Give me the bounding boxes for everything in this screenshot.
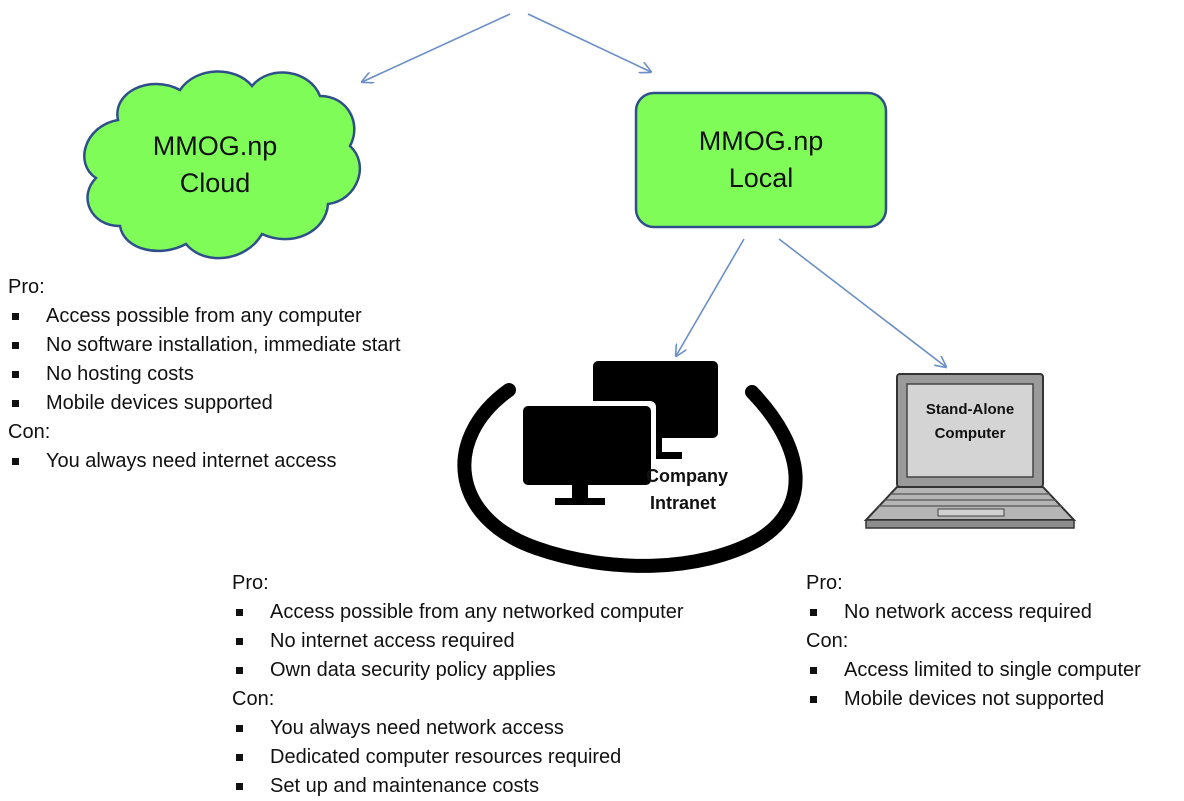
- bullet-icon: [236, 783, 243, 790]
- standalone-pros-cons: Pro: No network access required Con: Acc…: [806, 569, 1141, 714]
- list-item: Access possible from any networked compu…: [232, 598, 684, 627]
- local-node-label: MMOG.np Local: [676, 123, 846, 197]
- intranet-icon: [457, 361, 803, 573]
- cloud-con-heading: Con:: [8, 421, 51, 443]
- list-item: Dedicated computer resources required: [232, 743, 684, 772]
- bullet-icon: [236, 725, 243, 732]
- bullet-icon: [12, 371, 19, 378]
- cloud-con-list: You always need internet access: [8, 447, 401, 476]
- bullet-icon: [236, 754, 243, 761]
- list-item: Access limited to single computer: [806, 656, 1141, 685]
- intranet-label-line1: Company: [646, 466, 729, 486]
- bullet-icon: [236, 638, 243, 645]
- laptop-icon: [863, 373, 1077, 529]
- intranet-pro-list: Access possible from any networked compu…: [232, 598, 684, 685]
- laptop-screen: [906, 383, 1034, 478]
- bullet-icon: [236, 609, 243, 616]
- arrow-to-standalone: [778, 238, 946, 367]
- standalone-pro-list: No network access required: [806, 598, 1141, 627]
- standalone-con-list: Access limited to single computer Mobile…: [806, 656, 1141, 714]
- list-item: Mobile devices not supported: [806, 685, 1141, 714]
- standalone-label: Stand-Alone Computer: [907, 398, 1033, 446]
- intranet-pro-heading: Pro:: [232, 572, 269, 594]
- bullet-icon: [12, 313, 19, 320]
- intranet-label: Company Intranet: [646, 463, 736, 517]
- intranet-label-line2: Intranet: [650, 493, 717, 513]
- intranet-pros-cons: Pro: Access possible from any networked …: [232, 569, 684, 801]
- local-label-line1: MMOG.np: [698, 126, 824, 156]
- bullet-icon: [12, 400, 19, 407]
- list-item: No internet access required: [232, 627, 684, 656]
- local-box: [634, 91, 888, 229]
- intranet-con-heading: Con:: [232, 688, 275, 710]
- bullet-icon: [236, 667, 243, 674]
- standalone-con-heading: Con:: [806, 630, 849, 652]
- bullet-icon: [12, 342, 19, 349]
- list-item: Access possible from any computer: [8, 302, 401, 331]
- bullet-icon: [810, 667, 817, 674]
- list-item: Own data security policy applies: [232, 656, 684, 685]
- local-label-line2: Local: [728, 163, 794, 193]
- list-item: Set up and maintenance costs: [232, 772, 684, 801]
- monitor-front: [523, 406, 651, 485]
- arrow-to-cloud: [362, 13, 511, 82]
- cloud-node-label: MMOG.np Cloud: [140, 128, 290, 202]
- arrow-to-intranet: [676, 238, 745, 356]
- cloud-pro-list: Access possible from any computer No sof…: [8, 302, 401, 418]
- bullet-icon: [810, 696, 817, 703]
- bullet-icon: [810, 609, 817, 616]
- intranet-con-list: You always need network access Dedicated…: [232, 714, 684, 801]
- cloud-label-line1: MMOG.np: [152, 131, 278, 161]
- cloud-pros-cons: Pro: Access possible from any computer N…: [8, 273, 401, 476]
- list-item: No hosting costs: [8, 360, 401, 389]
- list-item: Mobile devices supported: [8, 389, 401, 418]
- bullet-icon: [12, 458, 19, 465]
- list-item: No software installation, immediate star…: [8, 331, 401, 360]
- cloud-shape: [83, 70, 361, 260]
- network-ring: [457, 383, 803, 573]
- cloud-label-line2: Cloud: [179, 168, 251, 198]
- standalone-label-line2: Computer: [934, 425, 1006, 442]
- list-item: You always need network access: [232, 714, 684, 743]
- list-item: No network access required: [806, 598, 1141, 627]
- standalone-label-line1: Stand-Alone: [925, 401, 1015, 418]
- cloud-pro-heading: Pro:: [8, 276, 45, 298]
- arrow-to-local: [527, 13, 651, 72]
- standalone-pro-heading: Pro:: [806, 572, 843, 594]
- list-item: You always need internet access: [8, 447, 401, 476]
